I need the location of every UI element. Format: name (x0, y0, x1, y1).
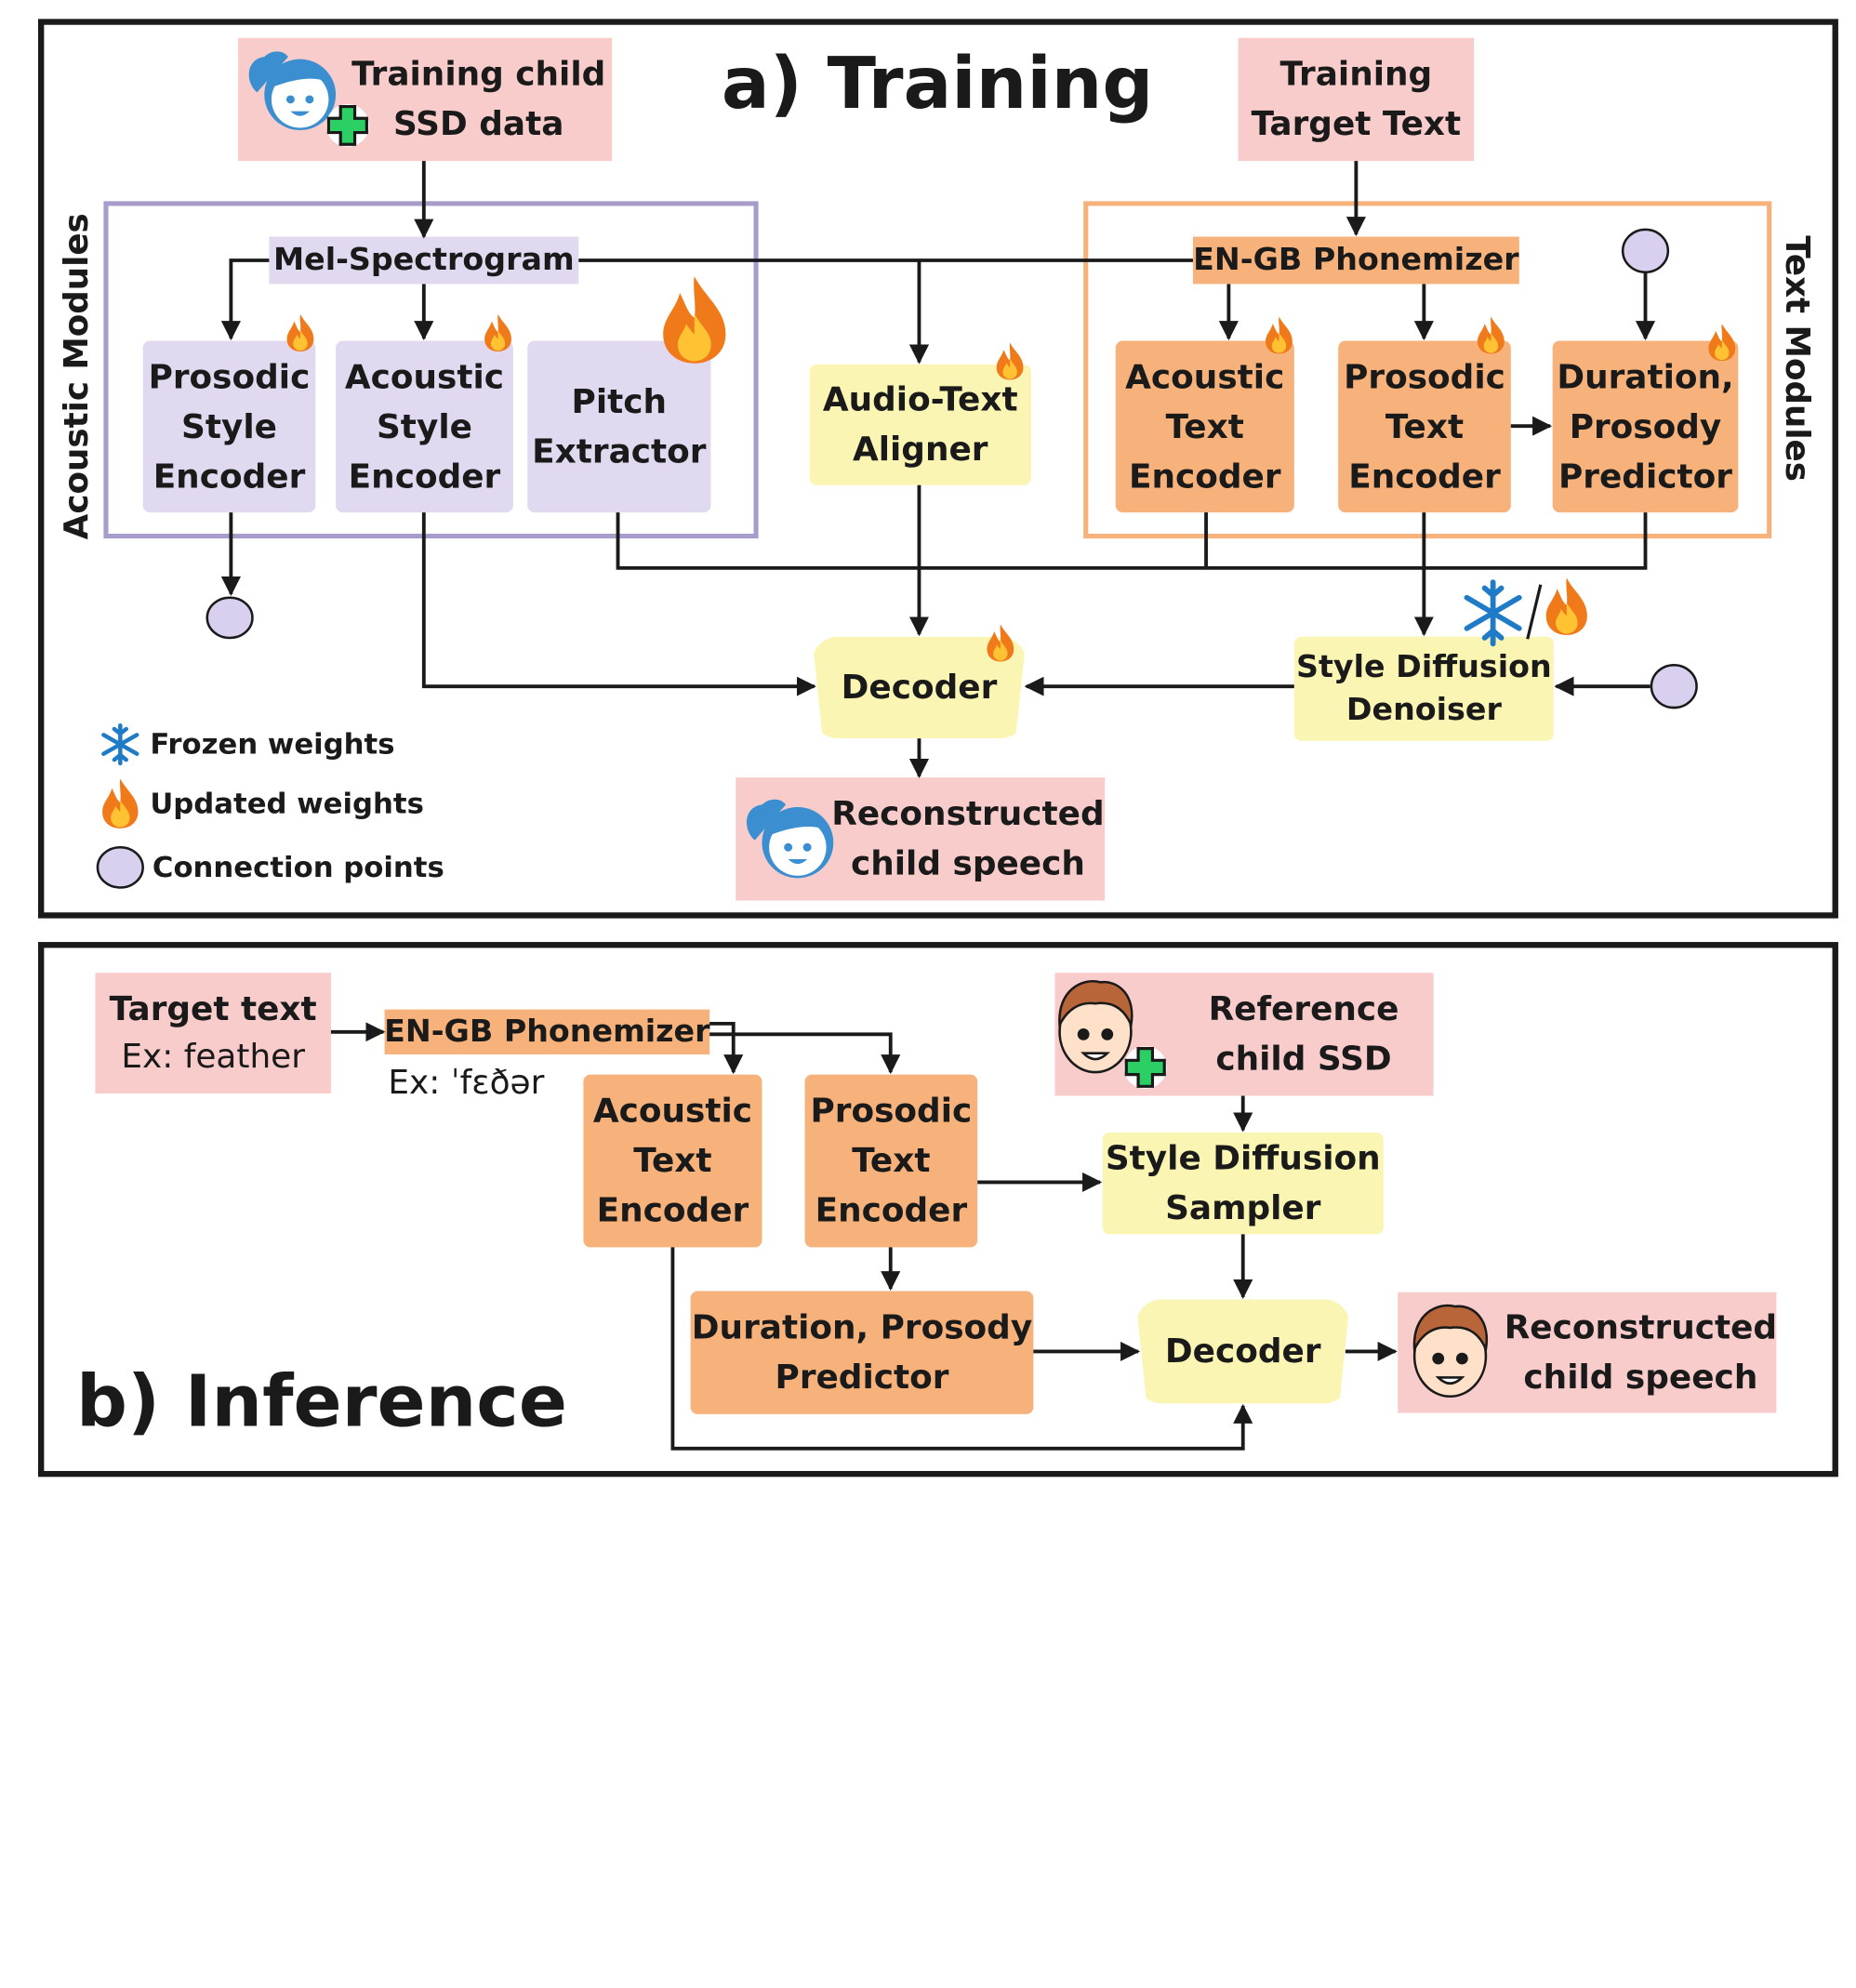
prosodic-style-encoder-label: Prosodic Style Encoder (148, 356, 311, 496)
legend-updated: Updated weights (98, 776, 424, 831)
arrow-phonemizer-to-acoustic-inf (709, 1021, 744, 1075)
inference-target-text: Target text Ex: feather (95, 973, 331, 1093)
training-target-text: Training Target Text (1238, 37, 1475, 162)
legend-connection: Connection points (95, 845, 444, 890)
plus-icon (1123, 1046, 1167, 1089)
child-boy-icon (1058, 980, 1133, 1074)
training-duration-prosody-predictor: Duration, Prosody Predictor (1552, 340, 1739, 513)
flame-icon (286, 276, 1736, 662)
training-panel (37, 19, 1838, 919)
acoustic-modules-group (103, 201, 759, 539)
training-input-data: Training child SSD data (238, 37, 613, 162)
acoustic-style-encoder: Acoustic Style Encoder (336, 340, 513, 513)
inference-phonemizer: EN-GB Phonemizer (384, 1009, 710, 1054)
legend-frozen: Frozen weights (98, 722, 395, 766)
child-girl-icon (248, 51, 337, 130)
child-boy-icon (1412, 1304, 1489, 1398)
inference-title: b) Inference (75, 1360, 567, 1444)
snowflake-icon (1464, 579, 1522, 647)
legend-connection-label: Connection points (152, 851, 444, 884)
training-duration-prosody-predictor-label: Duration, Prosody Predictor (1557, 356, 1734, 496)
legend-frozen-label: Frozen weights (150, 727, 395, 762)
training-prosodic-text-encoder: Prosodic Text Encoder (1338, 340, 1511, 513)
inference-duration-prosody-predictor-label: Duration, Prosody Predictor (691, 1307, 1033, 1397)
pitch-extractor: Pitch Extractor (527, 340, 711, 513)
arrow-phonemizer-to-prosodic-inf (709, 1032, 901, 1075)
connection-point-icon (96, 845, 144, 889)
arrow-acoustic-to-decoder-inf (670, 1247, 1253, 1451)
arrow-mel-to-prosodic-style (220, 258, 270, 341)
inference-duration-prosody-predictor: Duration, Prosody Predictor (690, 1291, 1034, 1414)
training-decoder: Decoder (812, 636, 1027, 739)
child-girl-icon (746, 799, 834, 879)
training-input-data-label: Training child SSD data (351, 54, 606, 143)
audio-text-aligner: Audio-Text Aligner (809, 364, 1031, 485)
inference-decoder-label: Decoder (1164, 1331, 1321, 1371)
inference-acoustic-text-encoder: Acoustic Text Encoder (583, 1074, 762, 1248)
arrow-acoustic-style-to-decoder (421, 512, 816, 696)
training-prosodic-text-encoder-label: Prosodic Text Encoder (1344, 356, 1505, 496)
inference-acoustic-text-encoder-label: Acoustic Text Encoder (592, 1091, 753, 1230)
frozen-updated-slash (1526, 584, 1543, 640)
acoustic-style-encoder-label: Acoustic Style Encoder (344, 356, 505, 496)
legend-updated-label: Updated weights (150, 787, 424, 820)
flame-icon (102, 778, 139, 828)
connectors-overlay (205, 51, 1736, 1451)
inference-decoder: Decoder (1135, 1299, 1350, 1404)
training-title: a) Training (721, 42, 1154, 126)
inference-panel (37, 942, 1838, 1478)
style-diffusion-denoiser-label: Style Diffusion Denoiser (1296, 649, 1552, 728)
training-phonemizer: EN-GB Phonemizer (1192, 236, 1519, 285)
reference-child-ssd-label: Reference child SSD (1208, 988, 1399, 1079)
training-decoder-label: Decoder (841, 667, 998, 707)
connection-point-icon (205, 596, 254, 640)
plus-icon (325, 103, 369, 147)
line-pitch-to-predictor (616, 512, 1648, 570)
prosodic-style-encoder: Prosodic Style Encoder (142, 340, 316, 513)
inference-prosodic-text-encoder: Prosodic Text Encoder (804, 1074, 978, 1248)
style-diffusion-sampler-label: Style Diffusion Sampler (1105, 1138, 1381, 1227)
training-output-label: Reconstructed child speech (831, 793, 1105, 883)
text-modules-group (1083, 201, 1772, 539)
style-diffusion-denoiser: Style Diffusion Denoiser (1293, 636, 1554, 741)
connection-point-icon (1650, 663, 1698, 709)
inference-target-text-label: Target text (109, 988, 317, 1028)
training-target-text-label: Training Target Text (1251, 54, 1462, 143)
inference-target-example: Ex: feather (121, 1036, 305, 1076)
inference-output-label: Reconstructed child speech (1504, 1307, 1778, 1397)
style-diffusion-sampler: Style Diffusion Sampler (1102, 1132, 1384, 1235)
training-acoustic-text-encoder: Acoustic Text Encoder (1115, 340, 1294, 513)
pitch-extractor-label: Pitch Extractor (532, 381, 707, 470)
connection-point-icon (1621, 228, 1670, 273)
phoneme-example: Ex: ˈfɛðər (388, 1062, 545, 1102)
snowflake-icon (101, 722, 139, 766)
training-acoustic-text-encoder-label: Acoustic Text Encoder (1125, 356, 1285, 496)
mel-spectrogram: Mel-Spectrogram (269, 236, 579, 285)
inference-prosodic-text-encoder-label: Prosodic Text Encoder (810, 1091, 973, 1230)
audio-text-aligner-label: Audio-Text Aligner (822, 379, 1018, 469)
